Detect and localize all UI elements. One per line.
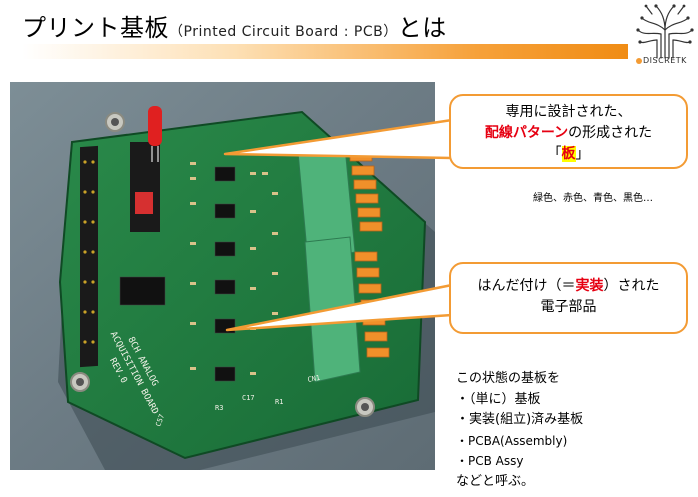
callout-components-definition: はんだ付け（＝実装）された 電子部品 (449, 262, 688, 334)
silkscreen-r1: R1 (275, 398, 283, 406)
callout1-line2: 配線パターンの形成された (484, 125, 653, 141)
logo-dot-icon (636, 57, 642, 64)
circuit-board-tree-logo (636, 4, 694, 59)
callout2-line2: 電子部品 (540, 299, 597, 315)
notes-item: ・PCB Assy (456, 454, 524, 468)
logo-text: DISCRETK (636, 56, 687, 65)
callout-pointers (223, 118, 454, 332)
silkscreen-r3: R3 (215, 404, 223, 412)
notes-footer: などと呼ぶ。 (456, 473, 535, 489)
callout2-line1: はんだ付け（＝実装）された (477, 278, 660, 294)
page-title: プリント基板（Printed Circuit Board : PCB）とは (22, 8, 447, 43)
notes-item: ・実装(組立)済み基板 (456, 412, 584, 427)
notes-heading: この状態の基板を (456, 371, 561, 386)
silkscreen-c57: C57 (154, 413, 166, 428)
notes-item: ・PCBA(Assembly) (456, 433, 568, 448)
callout1-line1: 専用に設計された、 (505, 104, 632, 120)
notes-item: ・（単に）基板 (456, 391, 541, 407)
silkscreen-cn1: CN1 (307, 374, 321, 384)
silkscreen-c17: C17 (242, 394, 255, 402)
callout-board-definition: 専用に設計された、 配線パターンの形成された 「板」 (449, 94, 688, 169)
board-colors-note: 緑色、赤色、青色、黒色… (533, 193, 653, 204)
title-main: プリント基板 (22, 14, 169, 42)
title-suffix: とは (397, 14, 447, 42)
title-sub: （Printed Circuit Board : PCB） (169, 24, 398, 40)
callout1-line3: 「板」 (547, 146, 590, 162)
title-underline-gradient (22, 44, 628, 59)
pcb-terminology-notes: この状態の基板を ・（単に）基板 ・実装(組立)済み基板 ・PCBA(Assem… (456, 369, 583, 492)
